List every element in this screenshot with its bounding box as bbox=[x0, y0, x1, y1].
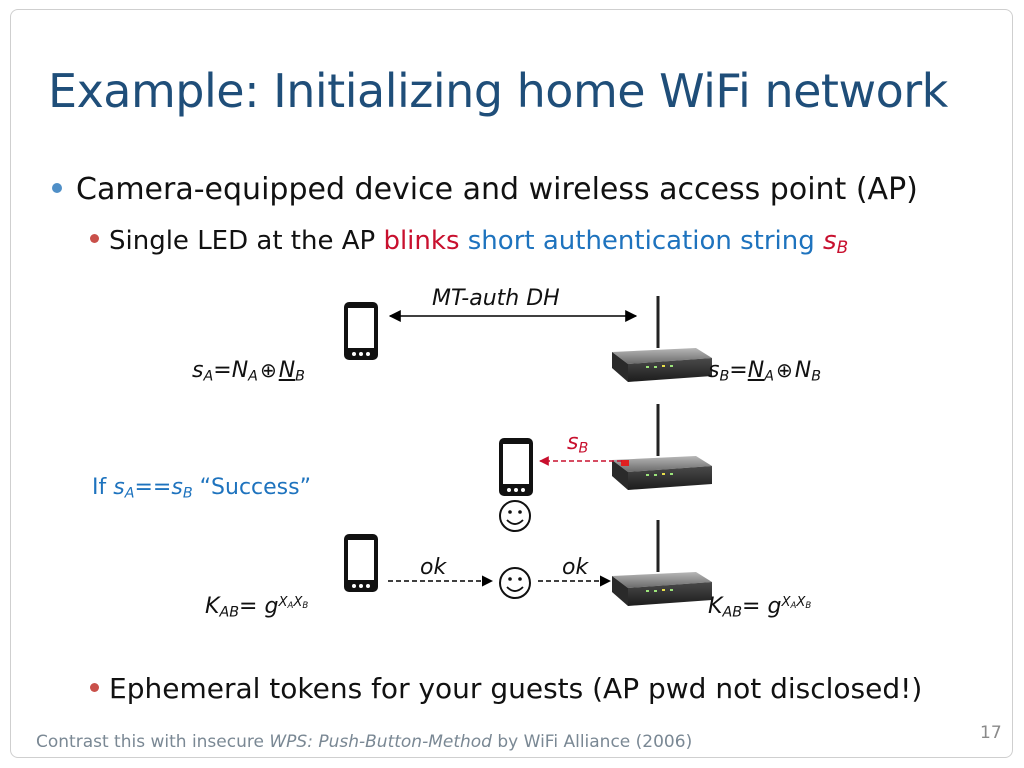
bullet-text: Camera-equipped device and wireless acce… bbox=[76, 172, 918, 207]
ok-label-left: ok bbox=[420, 555, 447, 580]
sb-formula: sB=NA⊕NB bbox=[708, 358, 822, 385]
led-indicator bbox=[621, 460, 629, 466]
bullet-camera-device: Camera-equipped device and wireless acce… bbox=[52, 172, 918, 207]
bullet-dot bbox=[90, 234, 99, 243]
mt-auth-label: MT-auth DH bbox=[432, 286, 560, 311]
bullet-prefix: Single LED at the AP bbox=[109, 226, 384, 256]
smiley-face-icon bbox=[499, 567, 531, 599]
slide-frame bbox=[10, 9, 1013, 758]
smartphone-icon bbox=[344, 534, 378, 592]
blinks-text: blinks bbox=[383, 226, 460, 256]
footer-note: Contrast this with insecure WPS: Push-Bu… bbox=[36, 732, 693, 752]
kab-formula-device: KAB= gXAXB bbox=[205, 594, 309, 621]
success-condition: If sA==sB “Success” bbox=[92, 475, 311, 502]
slide-title: Example: Initializing home WiFi network bbox=[48, 64, 948, 118]
sb-signal-label: sB bbox=[567, 430, 589, 457]
bullet-text: Ephemeral tokens for your guests (AP pwd… bbox=[109, 672, 923, 705]
page-number: 17 bbox=[980, 723, 1002, 743]
smiley-face-icon bbox=[499, 500, 531, 532]
sas-text: short authentication string bbox=[459, 226, 824, 256]
bullet-single-led: Single LED at the AP blinks short authen… bbox=[90, 226, 848, 257]
bullet-dot bbox=[52, 182, 62, 193]
kab-formula-ap: KAB= gXAXB bbox=[708, 594, 812, 621]
smartphone-icon bbox=[344, 302, 378, 360]
smartphone-icon bbox=[499, 438, 533, 496]
sb-symbol: sB bbox=[823, 226, 849, 258]
wifi-router-icon bbox=[612, 520, 712, 606]
sa-formula: sA=NA⊕NB bbox=[192, 358, 305, 385]
wifi-router-icon bbox=[612, 404, 712, 490]
bullet-ephemeral-tokens: Ephemeral tokens for your guests (AP pwd… bbox=[90, 672, 922, 705]
wifi-router-icon bbox=[612, 296, 712, 382]
bullet-dot bbox=[90, 682, 99, 692]
ok-label-right: ok bbox=[562, 555, 589, 580]
